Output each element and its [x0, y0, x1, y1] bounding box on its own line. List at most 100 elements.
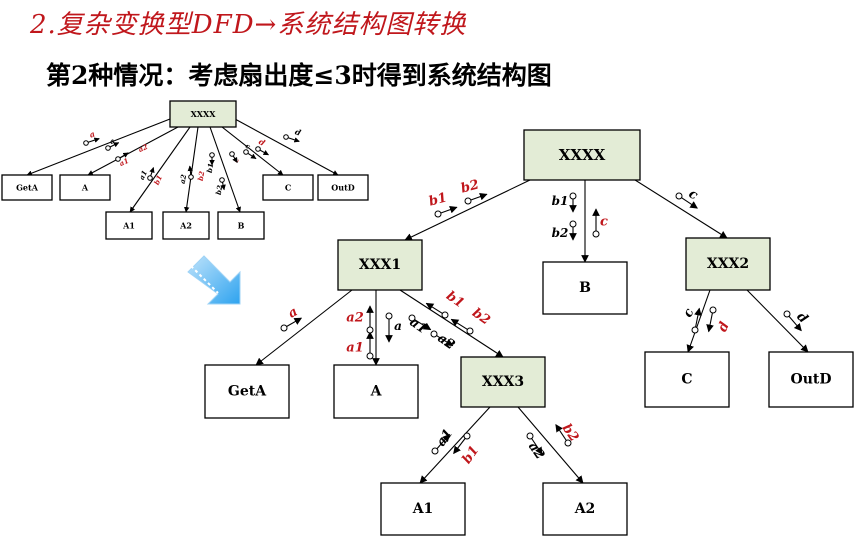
module-outd: OutD — [768, 351, 854, 408]
module-a1: A1 — [105, 211, 153, 240]
original-structure-diagram: XXXXGetAACOutDA1A2Baaa1a2a1b1a2b2b1b2ccd… — [1, 100, 369, 240]
module-label: B — [579, 280, 591, 296]
data-couple-icon — [675, 192, 683, 200]
data-couple-icon — [691, 326, 699, 334]
data-couple-arrow — [88, 137, 100, 143]
call-edge — [419, 406, 491, 484]
data-couple-icon — [147, 175, 153, 181]
module-a2: A2 — [162, 211, 210, 240]
call-edge — [209, 126, 241, 213]
data-couple-icon — [243, 149, 249, 155]
data-couple-arrow — [414, 319, 432, 331]
flow-label: b2 — [196, 170, 207, 181]
module-label: B — [238, 221, 245, 231]
data-couple-icon — [434, 210, 442, 218]
call-edge — [183, 126, 199, 213]
flow-label: a — [108, 136, 116, 146]
flow-label: b1 — [460, 443, 483, 466]
module-label: OutD — [791, 372, 832, 388]
module-label: A2 — [179, 221, 192, 231]
flow-label: b2 — [552, 226, 569, 240]
data-couple-arrow — [450, 318, 468, 330]
module-root: XXXX — [523, 129, 641, 181]
module-xxx2: XXX2 — [685, 237, 771, 291]
data-couple-icon — [229, 151, 235, 157]
data-couple-icon — [366, 352, 374, 360]
flow-label: c — [681, 306, 698, 320]
data-couple-arrow — [694, 307, 702, 328]
data-couple-arrow — [220, 182, 226, 191]
data-couple-arrow — [436, 433, 450, 450]
data-couple-icon — [466, 327, 474, 335]
call-edge — [26, 118, 171, 176]
call-edge — [686, 289, 711, 353]
slide-title: 2.复杂变换型DFD→系统结构图转换 — [30, 10, 467, 40]
module-b: B — [217, 211, 265, 240]
call-edge — [221, 126, 284, 176]
data-couple-icon — [255, 146, 261, 152]
flow-label: a1 — [118, 156, 130, 168]
data-couple-arrow — [531, 438, 543, 455]
module-label: A — [81, 183, 89, 193]
flow-label: b2 — [559, 421, 582, 444]
data-couple-icon — [441, 311, 449, 319]
module-label: XXXX — [191, 109, 217, 119]
module-label: A2 — [574, 501, 596, 517]
data-couple-icon — [431, 447, 439, 455]
module-label: GetA — [228, 384, 267, 400]
data-couple-icon — [783, 310, 791, 318]
module-label: C — [285, 183, 291, 193]
call-edge — [129, 126, 191, 213]
flow-label: d — [294, 126, 303, 137]
flow-label: b2 — [469, 306, 492, 329]
data-couple-arrow — [259, 149, 269, 156]
transform-arrow-icon — [187, 255, 241, 305]
data-couple-arrow — [788, 315, 802, 332]
module-label: XXX3 — [482, 374, 524, 390]
data-couple-arrow — [119, 152, 129, 159]
data-couple-arrow — [425, 302, 443, 314]
flow-label: d — [715, 320, 732, 335]
module-label: XXX2 — [707, 256, 749, 272]
data-couple-arrow — [232, 155, 238, 163]
data-couple-icon — [280, 324, 288, 332]
call-edge — [517, 406, 584, 484]
data-couple-icon — [83, 140, 89, 146]
flow-label: c — [244, 141, 253, 151]
data-couple-icon — [430, 330, 438, 338]
data-couple-icon — [188, 174, 194, 180]
data-couple-arrow — [681, 197, 698, 209]
flow-label: b2 — [459, 177, 480, 196]
flow-label: b2 — [214, 184, 225, 195]
flow-label: b1 — [427, 190, 448, 209]
module-outd: OutD — [317, 174, 369, 201]
data-couple-icon — [526, 432, 534, 440]
data-couple-arrow — [149, 167, 155, 176]
flow-label: a1 — [346, 341, 363, 356]
data-couple-icon — [105, 145, 111, 151]
module-a: A — [59, 174, 111, 201]
flow-label: b1 — [152, 174, 164, 187]
flow-label: a2 — [435, 331, 458, 353]
data-couple-arrow — [555, 424, 567, 441]
flow-label: a2 — [525, 440, 547, 463]
module-label: GetA — [16, 183, 39, 193]
module-label: C — [681, 372, 692, 388]
data-couple-icon — [219, 177, 225, 183]
flow-label: c — [600, 215, 608, 230]
flow-label: b1 — [443, 289, 466, 312]
module-b: B — [542, 261, 628, 315]
module-a2: A2 — [542, 482, 628, 536]
module-a1: A1 — [380, 482, 466, 536]
module-label: A1 — [412, 501, 434, 517]
data-couple-arrow — [109, 142, 120, 148]
data-couple-icon — [569, 192, 577, 200]
flow-label: b1 — [552, 194, 569, 208]
module-root: XXXX — [169, 100, 237, 128]
flow-label: a2 — [137, 142, 149, 154]
flow-label: a — [88, 128, 96, 139]
data-couple-arrow — [440, 205, 458, 214]
data-couple-icon — [209, 152, 215, 158]
data-couple-arrow — [436, 335, 454, 347]
